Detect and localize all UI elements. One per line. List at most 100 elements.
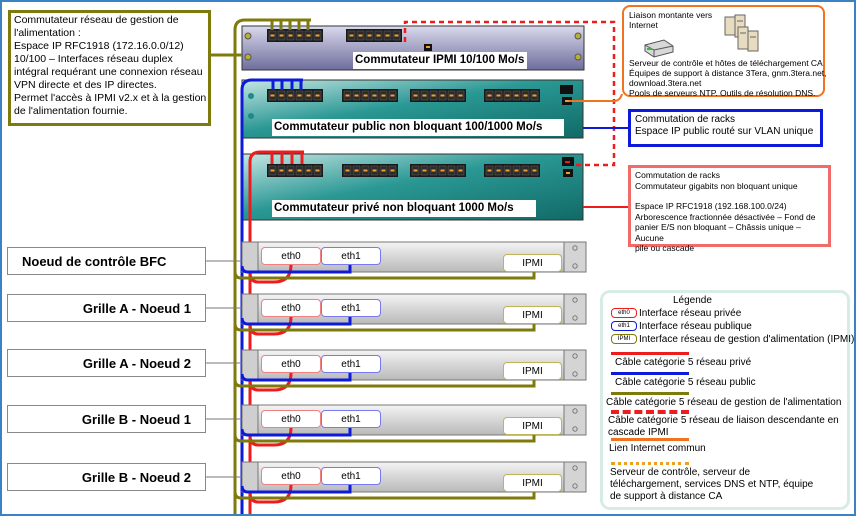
port-led xyxy=(345,169,350,172)
port-led xyxy=(496,169,501,172)
port-led xyxy=(306,34,311,37)
info-line: Pools de serveurs NTP. Outils de résolut… xyxy=(629,88,816,98)
port-led xyxy=(394,34,399,37)
info-line: Commutateur gigabits non bloquant unique xyxy=(635,180,798,191)
legend-private-cable-label: Câble catégorie 5 réseau privé xyxy=(615,357,752,368)
port-led xyxy=(297,169,302,172)
port-led xyxy=(297,94,302,97)
port-led xyxy=(505,169,510,172)
ipmi-interface: IPMI xyxy=(503,474,562,492)
legend-public-cable-label: Câble catégorie 5 réseau public xyxy=(615,377,756,388)
legend-label-line: téléchargement, services DNS et NTP, équ… xyxy=(610,479,814,490)
port-led xyxy=(354,94,359,97)
info-spacer xyxy=(635,191,824,201)
port-led xyxy=(413,169,418,172)
ipmi-interface: IPMI xyxy=(503,362,562,380)
eth1-interface: eth1 xyxy=(321,355,381,373)
legend-internet-link-label: Lien Internet commun xyxy=(609,443,706,454)
port-led xyxy=(385,34,390,37)
port-led xyxy=(381,169,386,172)
port-led xyxy=(367,34,372,37)
legend-label: Interface réseau privée xyxy=(639,308,742,319)
port-led xyxy=(372,169,377,172)
port-led xyxy=(363,169,368,172)
port-led xyxy=(422,94,427,97)
eth1-interface: eth1 xyxy=(321,467,381,485)
port-led xyxy=(315,94,320,97)
info-line: Équipes de support à distance 3Tera, gnm… xyxy=(629,68,827,78)
port-led xyxy=(532,94,537,97)
legend-power-cable-label: Câble catégorie 5 réseau de gestion de l… xyxy=(606,397,842,408)
info-line: VPN directe et des IP directes. xyxy=(14,79,157,91)
private-switch-label: Commutateur privé non bloquant 1000 Mo/s xyxy=(272,200,536,217)
port-led xyxy=(363,94,368,97)
port-led xyxy=(270,169,275,172)
port-led xyxy=(523,169,528,172)
info-title: Liaison montante vers xyxy=(629,10,713,20)
legend-label-line: de support à distance CA xyxy=(610,491,723,502)
legend-pill: IPMI xyxy=(611,334,637,345)
eth0-interface: eth0 xyxy=(261,467,321,485)
port-led xyxy=(306,94,311,97)
port-led xyxy=(376,34,381,37)
port-led xyxy=(288,94,293,97)
port-led xyxy=(422,169,427,172)
power-network-info-box: Commutateur réseau de gestion de l'alime… xyxy=(8,10,211,126)
ipmi-switch-label: Commutateur IPMI 10/100 Mo/s xyxy=(353,52,527,69)
port-led xyxy=(431,169,436,172)
port-led xyxy=(458,169,463,172)
legend-label: Interface réseau publique xyxy=(639,321,752,332)
port-led xyxy=(514,169,519,172)
legend-label-line: Serveur de contrôle, serveur de xyxy=(610,467,751,478)
port-led xyxy=(315,169,320,172)
legend-ca-services-swatch xyxy=(611,462,689,465)
port-led xyxy=(458,94,463,97)
private-switch-ports xyxy=(267,164,540,177)
port-led xyxy=(279,94,284,97)
port-led xyxy=(449,94,454,97)
server-rack-icon xyxy=(724,14,759,52)
port-led xyxy=(354,169,359,172)
port-led xyxy=(270,34,275,37)
port-led xyxy=(297,34,302,37)
router-icon xyxy=(644,39,674,58)
legend-ca-services-label: Serveur de contrôle, serveur de téléchar… xyxy=(610,467,813,503)
port-led xyxy=(315,34,320,37)
ipmi-interface: IPMI xyxy=(503,254,562,272)
eth1-interface: eth1 xyxy=(321,247,381,265)
legend-title: Légende xyxy=(673,295,712,306)
legend-private-cable-swatch xyxy=(611,352,689,355)
info-line: panier E/S non bloquant – Châssis unique… xyxy=(635,222,801,243)
legend-label-line: cascade IPMI xyxy=(608,427,669,438)
node-label-grid-b-1: Grille B - Noeud 1 xyxy=(7,405,206,433)
public-switch-ports xyxy=(267,89,540,102)
node-label-grid-b-2: Grille B - Noeud 2 xyxy=(7,463,206,491)
port-led xyxy=(449,169,454,172)
legend-label-line: Câble catégorie 5 réseau de liaison desc… xyxy=(608,415,839,426)
port-led xyxy=(487,169,492,172)
port-led xyxy=(288,34,293,37)
port-led xyxy=(514,94,519,97)
info-line: pile ou cascade xyxy=(635,243,695,253)
node-label-grid-a-2: Grille A - Noeud 2 xyxy=(7,349,206,377)
legend-cascade-cable-label: Câble catégorie 5 réseau de liaison desc… xyxy=(608,415,839,439)
port-led xyxy=(496,94,501,97)
info-line: 10/100 – Interfaces réseau duplex xyxy=(14,53,173,65)
legend-label: Interface réseau de gestion d'alimentati… xyxy=(639,334,855,345)
port-led xyxy=(505,94,510,97)
public-network-info-box: Commutation de racks Espace IP public ro… xyxy=(628,109,823,147)
port-led xyxy=(306,169,311,172)
info-line: Arborescence fractionnée désactivée – Fo… xyxy=(635,211,816,222)
info-line: intégral requérant une connexion réseau xyxy=(14,66,203,78)
port-led xyxy=(431,94,436,97)
eth1-interface: eth1 xyxy=(321,410,381,428)
eth0-interface: eth0 xyxy=(261,355,321,373)
legend-public-cable-swatch xyxy=(611,372,689,375)
info-line: Commutateur réseau de gestion de xyxy=(14,14,179,26)
legend-internet-link-swatch xyxy=(611,438,689,441)
node-label-bfc-control: Noeud de contrôle BFC xyxy=(7,247,206,275)
port-led xyxy=(270,94,275,97)
